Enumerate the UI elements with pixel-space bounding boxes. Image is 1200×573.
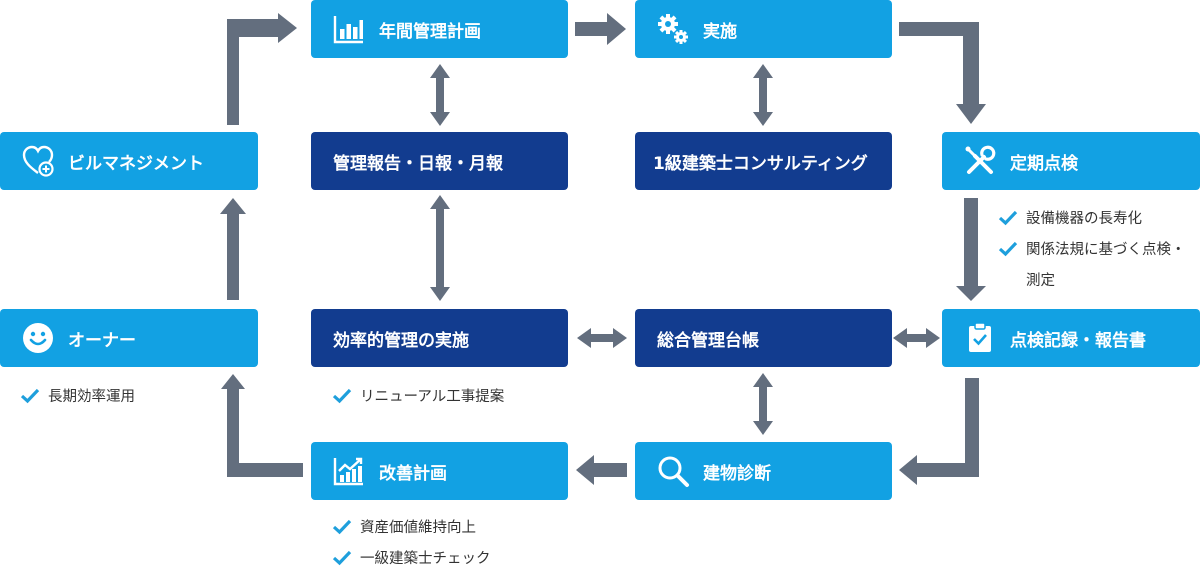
owner-box: オーナー bbox=[0, 309, 258, 367]
execution-box: 実施 bbox=[635, 0, 892, 58]
check-item: 資産価値維持向上 bbox=[332, 511, 491, 542]
checkmark-icon bbox=[332, 550, 352, 565]
efficient-management-box: 効率的管理の実施 bbox=[311, 309, 568, 367]
arrow-annual-to-execution bbox=[575, 13, 626, 45]
arrow-owner-to-bm bbox=[220, 198, 246, 300]
clipboard-check-icon bbox=[962, 320, 998, 356]
checkmark-icon bbox=[998, 210, 1018, 225]
architect-consulting-label: 1級建築士コンサルティング bbox=[653, 153, 868, 174]
check-text: 長期効率運用 bbox=[48, 389, 135, 405]
owner-checks: 長期効率運用 bbox=[20, 380, 135, 411]
tools-icon bbox=[962, 143, 998, 179]
arrow-diagnosis-to-improvement bbox=[576, 455, 627, 485]
arrow-execution-architect bbox=[753, 64, 773, 126]
management-reports-box: 管理報告・日報・月報 bbox=[311, 132, 568, 190]
check-text: 設備機器の長寿化 bbox=[1026, 211, 1142, 227]
building-management-label: ビルマネジメント bbox=[68, 153, 204, 174]
checkmark-icon bbox=[998, 241, 1018, 256]
check-text: 関係法規に基づく点検・ bbox=[1026, 242, 1186, 258]
arrow-bm-to-annual bbox=[227, 13, 297, 125]
check-item: 長期効率運用 bbox=[20, 380, 135, 411]
inspection-records-label: 点検記録・報告書 bbox=[1010, 330, 1146, 351]
check-item: 関係法規に基づく点検・ bbox=[998, 233, 1186, 264]
architect-consulting-box: 1級建築士コンサルティング bbox=[635, 132, 892, 190]
check-item-continuation: 測定 bbox=[998, 264, 1186, 295]
heart-plus-icon bbox=[20, 143, 56, 179]
annual-plan-label: 年間管理計画 bbox=[379, 21, 481, 42]
arrow-execution-to-inspection bbox=[899, 22, 986, 124]
check-item: リニューアル工事提案 bbox=[332, 380, 504, 411]
magnifier-icon bbox=[655, 453, 691, 489]
building-diagnosis-label: 建物診断 bbox=[703, 463, 771, 484]
arrow-records-to-diagnosis bbox=[899, 378, 979, 485]
check-text: 資産価値維持向上 bbox=[360, 520, 476, 536]
arrow-inspection-to-records bbox=[956, 198, 986, 301]
checkmark-icon bbox=[332, 388, 352, 403]
periodic-inspection-box: 定期点検 bbox=[942, 132, 1200, 190]
efficient-management-label: 効率的管理の実施 bbox=[333, 330, 469, 351]
improvement-plan-box: 改善計画 bbox=[311, 442, 568, 500]
arrow-ledger-diagnosis bbox=[753, 373, 773, 435]
check-text: 一級建築士チェック bbox=[360, 551, 491, 567]
general-ledger-box: 総合管理台帳 bbox=[635, 309, 892, 367]
annual-plan-box: 年間管理計画 bbox=[311, 0, 568, 58]
trend-chart-icon bbox=[331, 453, 367, 489]
management-reports-label: 管理報告・日報・月報 bbox=[333, 153, 503, 174]
check-item: 一級建築士チェック bbox=[332, 542, 491, 573]
building-management-box: ビルマネジメント bbox=[0, 132, 258, 190]
bar-chart-icon bbox=[331, 11, 367, 47]
periodic-inspection-checks: 設備機器の長寿化 関係法規に基づく点検・ 測定 bbox=[998, 202, 1186, 295]
building-diagnosis-box: 建物診断 bbox=[635, 442, 892, 500]
gears-icon bbox=[655, 11, 691, 47]
check-item: 設備機器の長寿化 bbox=[998, 202, 1186, 233]
check-text: リニューアル工事提案 bbox=[360, 389, 505, 405]
arrow-efficient-ledger bbox=[577, 328, 627, 348]
owner-label: オーナー bbox=[68, 330, 136, 351]
checkmark-icon bbox=[20, 388, 40, 403]
improvement-plan-checks: 資産価値維持向上 一級建築士チェック bbox=[332, 511, 491, 573]
execution-label: 実施 bbox=[703, 21, 737, 42]
arrow-annual-reports bbox=[430, 64, 450, 126]
inspection-records-box: 点検記録・報告書 bbox=[942, 309, 1200, 367]
improvement-plan-label: 改善計画 bbox=[379, 463, 447, 484]
arrow-reports-efficient bbox=[430, 195, 450, 301]
arrow-ledger-records bbox=[893, 328, 940, 348]
checkmark-icon bbox=[332, 519, 352, 534]
check-text: 測定 bbox=[1026, 273, 1055, 289]
arrow-improvement-to-owner bbox=[221, 374, 303, 477]
periodic-inspection-label: 定期点検 bbox=[1010, 153, 1078, 174]
efficient-management-checks: リニューアル工事提案 bbox=[332, 380, 504, 411]
general-ledger-label: 総合管理台帳 bbox=[657, 330, 759, 351]
smiley-icon bbox=[20, 320, 56, 356]
